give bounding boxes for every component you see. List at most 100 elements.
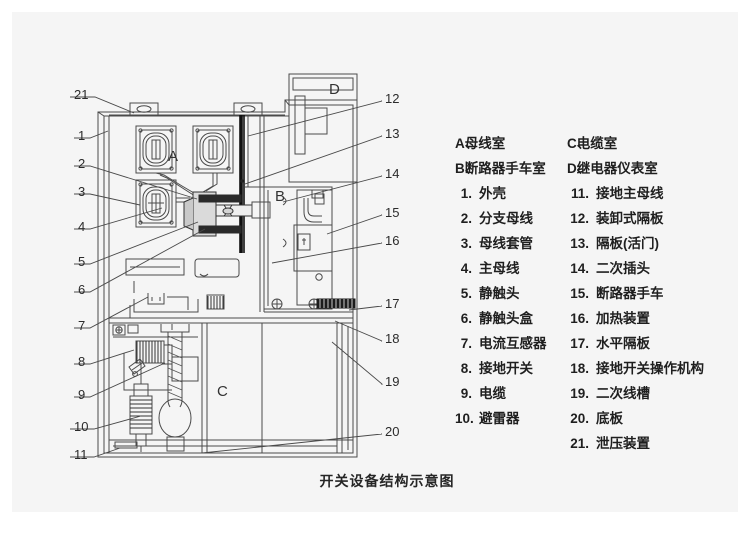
legend-item-label: 接地主母线 xyxy=(596,186,664,201)
callout-21: 21 xyxy=(74,88,88,101)
callout-number: 13 xyxy=(385,126,400,141)
legend-item: 15.断路器手车 xyxy=(567,282,745,307)
legend-item-key: 20. xyxy=(570,411,589,426)
legend-item-key: 1. xyxy=(460,186,472,201)
legend-item: 20.底板 xyxy=(567,407,745,432)
power-cable xyxy=(158,324,192,452)
legend-item: 2. 分支母线 xyxy=(455,207,585,232)
busbar-chamber-a xyxy=(109,102,285,312)
callout-3: 3 xyxy=(78,185,85,198)
legend-item-key: 3. xyxy=(460,236,472,251)
leader-18 xyxy=(334,320,383,342)
callout-4: 4 xyxy=(78,220,85,233)
relay-chamber-d xyxy=(288,73,358,183)
callout-number: 12 xyxy=(385,91,400,106)
legend-item-label: 接地开关操作机构 xyxy=(596,361,704,376)
legend-item: B、断路器手车室 xyxy=(455,157,585,182)
partitions xyxy=(245,115,264,312)
callout-9: 9 xyxy=(78,388,85,401)
legend-item-label: 继电器仪表室 xyxy=(576,161,658,176)
legend-item: 12.装卸式隔板 xyxy=(567,207,745,232)
callout-number: 16 xyxy=(385,233,400,248)
callout-2: 2 xyxy=(78,157,85,170)
legend-item-label: 避雷器 xyxy=(479,411,520,426)
legend-item: 8.接地开关 xyxy=(455,357,585,382)
callout-leader-lines xyxy=(70,96,384,458)
frame-detail xyxy=(97,99,290,293)
legend-item-key: 2. xyxy=(460,211,472,226)
callout-7: 7 xyxy=(78,319,85,332)
callout-number: 7 xyxy=(78,318,86,333)
legend-item-key: 17. xyxy=(570,336,589,351)
leader-5 xyxy=(74,221,199,265)
callout-number: 14 xyxy=(385,166,400,181)
legend-item: A、母线室 xyxy=(455,132,585,157)
leader-1 xyxy=(74,130,109,139)
secondary-wiring-trough xyxy=(341,323,349,453)
callout-number: 8 xyxy=(78,354,86,369)
legend-item-key: 5. xyxy=(460,286,472,301)
legend-item: 19.二次线槽 xyxy=(567,382,745,407)
callout-1: 1 xyxy=(78,129,85,142)
legend-item-key: 10. xyxy=(455,411,474,426)
legend-item-label: 隔板(活门) xyxy=(596,236,659,251)
static-contact-box xyxy=(183,191,271,237)
legend-item: 17. 水平隔板 xyxy=(567,332,745,357)
legend-item: C、电缆室 xyxy=(567,132,745,157)
legend-item-key: A xyxy=(455,136,465,151)
leader-3 xyxy=(74,193,141,206)
leader-4 xyxy=(74,207,163,230)
legend-item-label: 泄压装置 xyxy=(596,436,650,451)
legend-item-key: 6. xyxy=(460,311,472,326)
legend-item: 21.泄压装置 xyxy=(567,432,745,457)
legend-item-label: 外壳 xyxy=(479,186,506,201)
legend-item-key: 18. xyxy=(570,361,589,376)
legend-item-key: 13. xyxy=(570,236,589,251)
legend-item-label: 水平隔板 xyxy=(596,336,650,351)
legend-item-key: B xyxy=(455,161,465,176)
leader-19 xyxy=(331,341,384,385)
legend-item-label: 断路器手车室 xyxy=(464,161,546,176)
callout-number: 3 xyxy=(78,184,86,199)
legend-item-key: 14. xyxy=(570,261,589,276)
legend-item-label: 主母线 xyxy=(479,261,520,276)
legend-item-label: 二次线槽 xyxy=(596,386,650,401)
legend-item-key: 9. xyxy=(460,386,472,401)
cable-chamber-c xyxy=(112,323,349,453)
leader-15 xyxy=(326,214,383,235)
legend-item-key: 7. xyxy=(460,336,472,351)
legend-item-key: C xyxy=(567,136,577,151)
bushing-upper-left xyxy=(135,125,177,174)
legend-item-label: 装卸式隔板 xyxy=(596,211,664,226)
leader-14 xyxy=(282,175,383,203)
legend-item-label: 静触头盒 xyxy=(479,311,533,326)
bushing-upper-right xyxy=(192,125,234,174)
heater-device xyxy=(316,298,356,309)
legend-item-label: 静触头 xyxy=(479,286,520,301)
legend-item-label: 分支母线 xyxy=(479,211,533,226)
callout-number: 18 xyxy=(385,331,400,346)
leader-10 xyxy=(70,415,142,430)
callout-17: 17 xyxy=(385,297,399,310)
callout-number: 17 xyxy=(385,296,400,311)
callout-number: 11 xyxy=(74,447,88,462)
legend-item-label: 加热装置 xyxy=(596,311,650,326)
leader-11 xyxy=(70,447,121,458)
legend-item-label: 母线室 xyxy=(464,136,506,151)
callout-19: 19 xyxy=(385,375,399,388)
legend-item-label: 接地开关 xyxy=(479,361,533,376)
leader-8 xyxy=(74,349,135,365)
chamber-label-d: D xyxy=(329,81,340,98)
legend-item-label: 电缆室 xyxy=(576,136,618,151)
chamber-label-a: A xyxy=(168,148,179,165)
callout-number: 2 xyxy=(78,156,86,171)
legend-item-key: D xyxy=(567,161,577,176)
chamber-label-c: C xyxy=(217,383,228,400)
callout-number: 4 xyxy=(78,219,86,234)
callout-number: 1 xyxy=(78,128,86,143)
legend-item: 9.电缆 xyxy=(455,382,585,407)
callout-18: 18 xyxy=(385,332,399,345)
